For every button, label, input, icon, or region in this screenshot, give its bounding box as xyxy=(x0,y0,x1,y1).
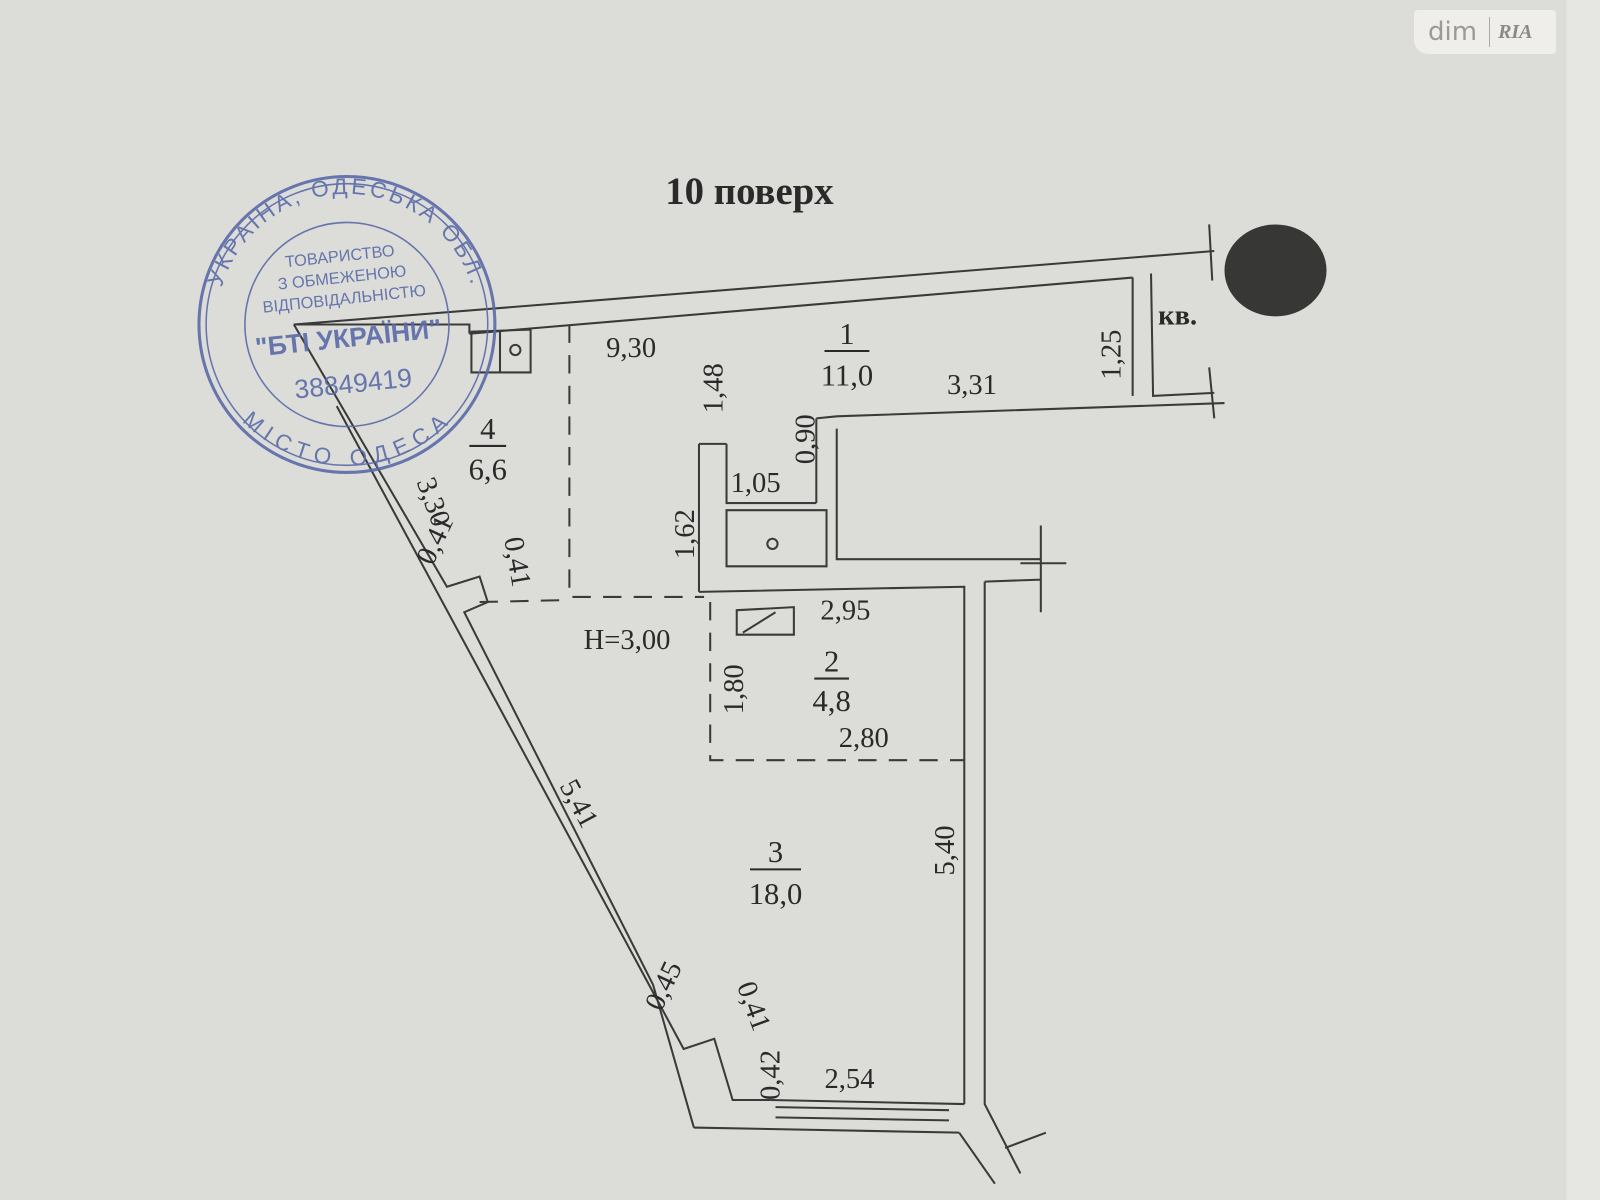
room-1-number: 1 xyxy=(839,317,854,351)
dim-041b: 0,41 xyxy=(497,535,536,590)
stamp-code: 38849419 xyxy=(293,362,413,404)
wall-331 xyxy=(815,402,1225,561)
dimension-labels: 9,30 1,48 3,31 1,25 0,90 1,05 1,62 3,30 … xyxy=(410,330,1128,1100)
dim-331: 3,31 xyxy=(947,370,997,401)
dim-042: 0,42 xyxy=(756,1050,787,1100)
dim-041c: 0,41 xyxy=(730,978,776,1036)
stamp-inner-ring xyxy=(205,182,489,467)
hall-boundary xyxy=(479,598,570,604)
stamp-center-ring xyxy=(244,221,450,428)
floor-title: 10 поверх xyxy=(665,170,834,213)
stove-icon xyxy=(766,537,779,550)
room-labels: 1 11,0 2 4,8 3 18,0 4 6,6 H=3,00 xyxy=(469,317,874,911)
redacted-number xyxy=(1224,224,1327,317)
dim-540: 5,40 xyxy=(930,826,961,876)
room-2-number: 2 xyxy=(824,644,839,678)
room2-boundary xyxy=(709,602,965,762)
dim-148: 1,48 xyxy=(698,363,729,413)
dim-162: 1,62 xyxy=(670,509,701,559)
bottom-wall xyxy=(693,1098,965,1134)
dim-254: 2,54 xyxy=(824,1064,874,1095)
room-3-number: 3 xyxy=(768,835,783,869)
watermark-dim: dim xyxy=(1414,17,1491,47)
dim-295: 2,95 xyxy=(820,595,870,626)
ceiling-height: H=3,00 xyxy=(584,625,671,656)
room-4-number: 4 xyxy=(480,412,495,446)
partition-bath xyxy=(697,442,828,592)
room-2-area: 4,8 xyxy=(812,684,850,718)
dim-280: 2,80 xyxy=(839,723,889,754)
dim-125: 1,25 xyxy=(1096,330,1127,380)
room3-right-wall xyxy=(698,525,1067,1185)
room-4-area: 6,6 xyxy=(469,453,507,487)
dim-105: 1,05 xyxy=(731,468,781,499)
apartment-label: кв. xyxy=(1158,300,1197,331)
dim-045: 0,45 xyxy=(639,957,688,1015)
dimria-watermark: dim RIA xyxy=(1414,10,1556,54)
watermark-ria: RIA xyxy=(1498,20,1533,43)
apartment-marker: кв. xyxy=(1158,224,1327,331)
room-1-area: 11,0 xyxy=(821,359,873,393)
page-edge xyxy=(1566,0,1600,1200)
dim-180: 1,80 xyxy=(719,664,750,714)
stamp-outer-ring xyxy=(197,175,497,474)
fixtures xyxy=(470,328,795,636)
dim-090: 0,90 xyxy=(790,414,821,464)
corridor-top-wall xyxy=(293,250,1215,335)
sink-icon xyxy=(509,343,522,357)
walls xyxy=(292,224,1225,1185)
corridor-right-wall xyxy=(1131,224,1216,419)
bti-stamp: УКРАЇНА, ОДЕСЬКА ОБЛ. МІСТО ОДЕСА ТОВАРИ… xyxy=(197,174,497,474)
dim-930: 9,30 xyxy=(606,333,656,364)
dashed-boundaries xyxy=(479,324,965,762)
room-3-area: 18,0 xyxy=(749,877,803,911)
